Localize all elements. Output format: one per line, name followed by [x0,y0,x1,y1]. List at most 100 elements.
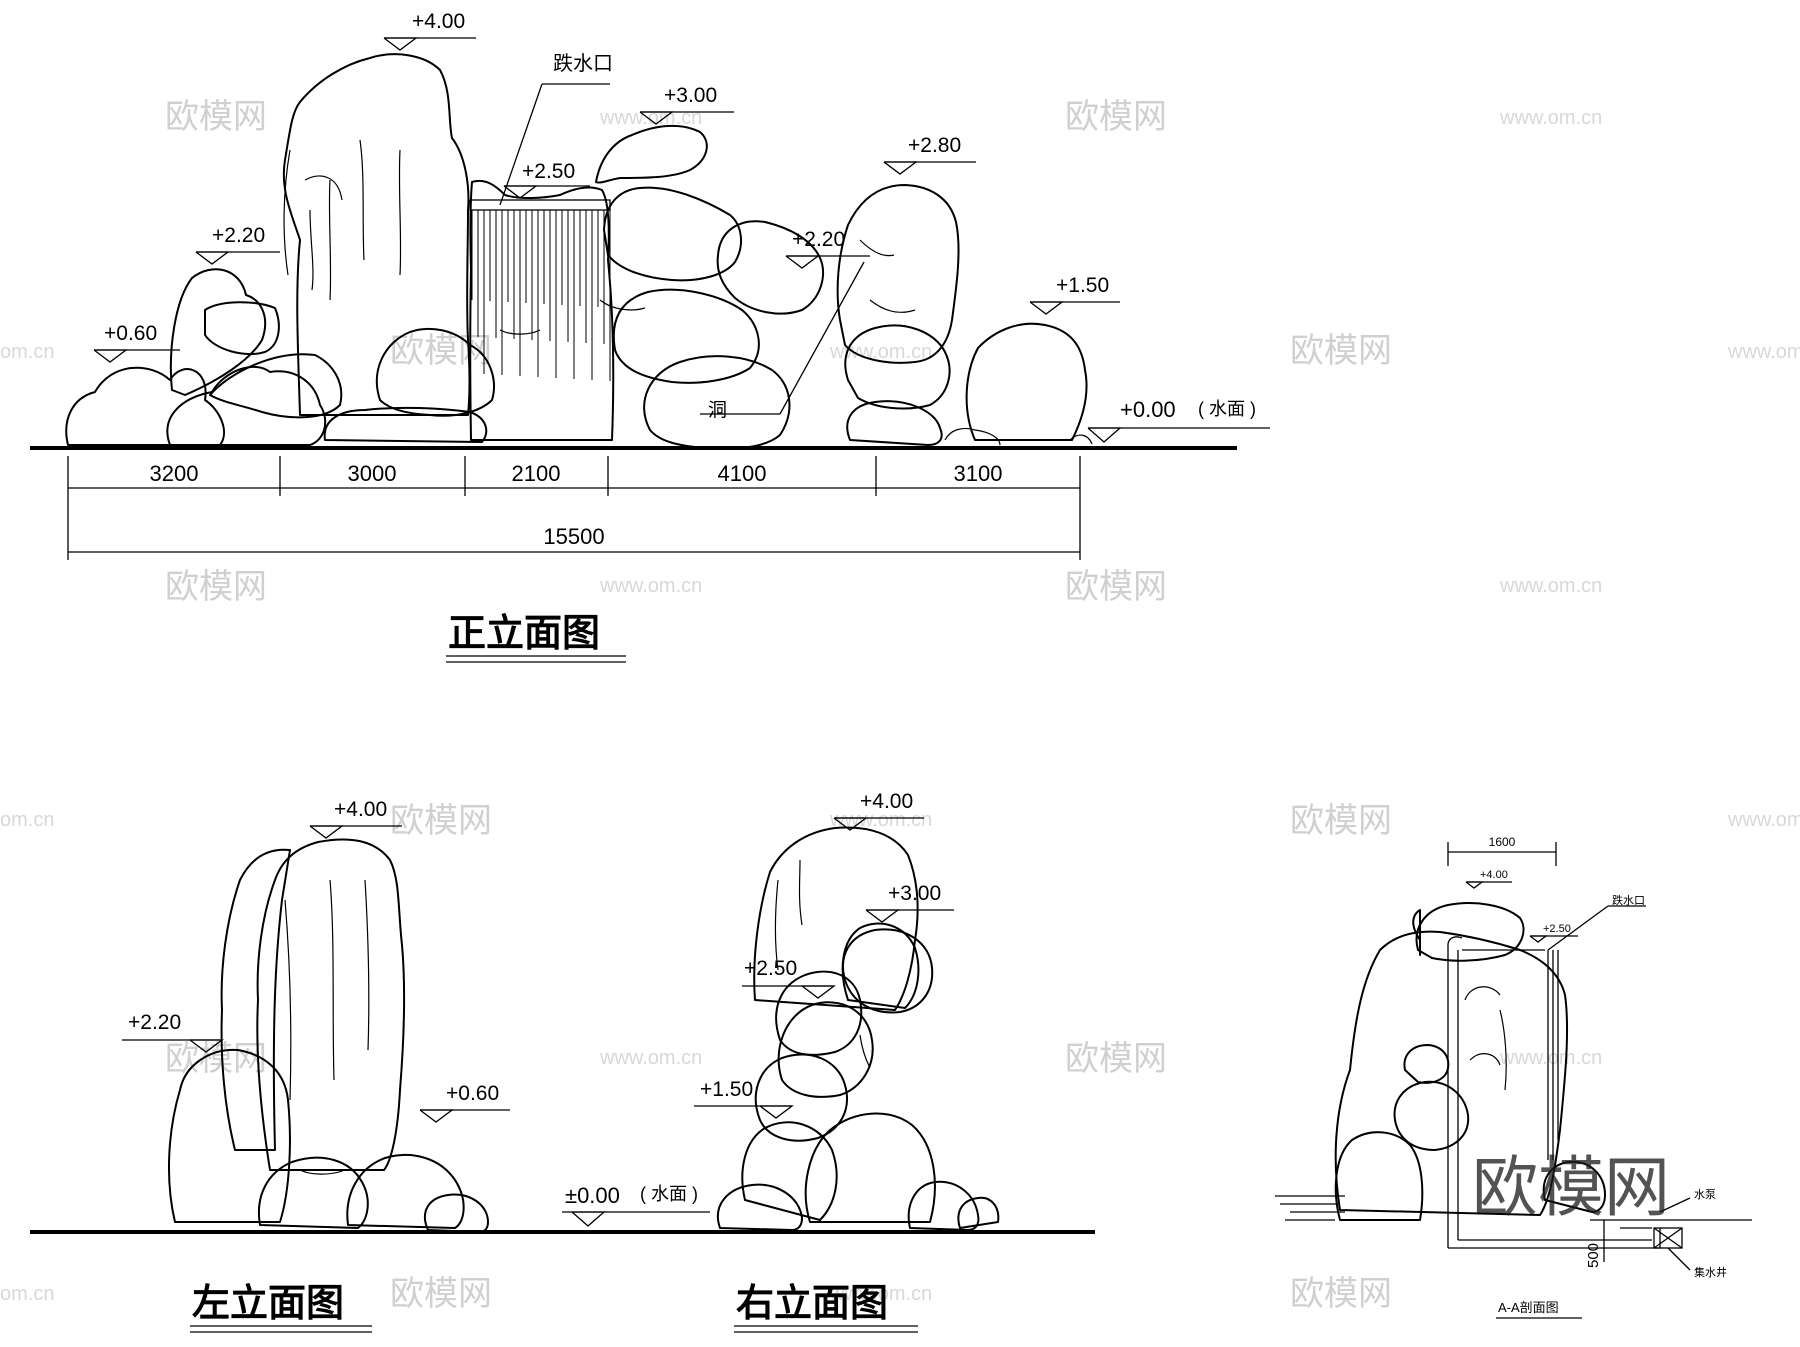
section-chamber [1275,936,1752,1249]
watermark-large: 欧模网 [1472,1149,1670,1226]
level-marker: +1.50 [1029,274,1120,315]
watermark-url: www.om.cn [599,1047,702,1069]
level-marker: +2.20 [785,228,870,269]
watermark-text: 欧模网 [390,1274,492,1314]
front-elevation-title: 正立面图 [448,611,600,655]
watermark-text: 欧模网 [1290,1274,1392,1314]
watermark-text: 欧模网 [165,97,267,137]
watermark-url: om.cn [0,809,54,831]
level-label: +3.00 [664,84,717,107]
front-level-markers: +4.00 +3.00 +2.80 +2.50 +2.20 +2.20 [93,10,1270,443]
right-elevation: +4.00 +3.00 +2.50 +1.50 ±0.00 ( 水面 ) 右立面… [562,790,1000,1333]
watermark-text: 欧模网 [1290,331,1392,371]
level-label: +4.00 [860,790,913,813]
left-elevation-title: 左立面图 [192,1281,344,1325]
level-marker: +3.00 [865,882,954,923]
level-label: +4.00 [334,798,387,821]
water-level-marker: ±0.00 ( 水面 ) [562,1183,710,1227]
dimension-label: 3200 [150,461,199,486]
watermark-url: www.om.cn [829,809,932,831]
water-level-label: ±0.00 [565,1183,620,1208]
front-dimensions: 3200 3000 2100 4100 3100 15500 [67,456,1081,560]
watermark-text: 欧模网 [1065,97,1167,137]
front-waterfall [469,199,611,381]
watermarks: 欧模网 欧模网 欧模网 欧模网 欧模网 欧模网 欧模网 欧模网 欧模网 欧模网 … [0,97,1800,1314]
watermark-text: 欧模网 [165,567,267,607]
front-elevation: +4.00 +3.00 +2.80 +2.50 +2.20 +2.20 [30,10,1270,663]
pump-label: 水泵 [1694,1188,1716,1201]
level-marker: +2.20 [122,1011,224,1053]
level-marker: +2.20 [195,224,280,265]
level-marker: +2.80 [883,134,976,175]
level-marker: +4.00 [309,798,402,839]
watermark-url: www.om.cn [1727,809,1800,831]
front-callouts: 跌水口 洞 [499,52,865,421]
level-label: +1.50 [1056,274,1109,297]
total-dimension-label: 15500 [543,524,604,549]
level-label: +2.20 [792,228,845,251]
right-rocks [717,826,1000,1231]
level-label: +4.00 [1480,869,1508,881]
dimension-label: 2100 [512,461,561,486]
level-marker: +3.00 [639,84,734,125]
section-width-label: 1600 [1489,835,1516,849]
level-marker: +2.50 [1529,923,1578,943]
watermark-url: om.cn [0,341,54,363]
level-label: +2.50 [1543,923,1571,935]
watermark-text: 欧模网 [1065,1039,1167,1079]
level-marker: +2.50 [742,957,836,999]
level-label: +0.60 [446,1082,499,1105]
dimension-label: 3100 [954,461,1003,486]
watermark-url: om.cn [0,1283,54,1305]
section-a-a: 1600 +4.00 +2.50 跌水口 水泵 集水井 500 欧模网 A-A剖… [1275,835,1752,1319]
left-level-markers: +4.00 +2.20 +0.60 [122,798,510,1123]
watermark-url: www.om.cn [1499,107,1602,129]
watermark-url: www.om.cn [829,1283,932,1305]
watermark-url: www.om.cn [599,107,702,129]
watermark-url: www.om.cn [599,575,702,597]
dimension-label: 4100 [718,461,767,486]
section-title: A-A剖面图 [1498,1300,1559,1315]
watermark-text: 欧模网 [1065,567,1167,607]
water-note: ( 水面 ) [640,1184,698,1204]
level-label: +4.00 [412,10,465,33]
level-label: +3.00 [888,882,941,905]
level-marker: +4.00 [833,790,924,831]
watermark-text: 欧模网 [165,1039,267,1079]
level-marker: +4.00 [383,10,476,51]
left-elevation: +4.00 +2.20 +0.60 左立面图 [30,798,1095,1333]
level-label: +2.20 [128,1011,181,1034]
water-level-label: +0.00 [1120,397,1176,422]
spillway-label: 跌水口 [1612,893,1645,907]
water-note: ( 水面 ) [1198,399,1256,419]
well-label: 集水井 [1694,1265,1727,1279]
right-elevation-title: 右立面图 [736,1281,888,1325]
cave-label: 洞 [708,399,727,421]
level-label: +2.50 [522,160,575,183]
level-marker: +4.00 [1465,869,1512,889]
level-marker: +1.50 [694,1078,794,1119]
spillway-label: 跌水口 [553,52,613,75]
level-label: +2.20 [212,224,265,247]
level-label: +0.60 [104,322,157,345]
level-label: +1.50 [700,1078,753,1101]
section-rocks [1334,902,1606,1221]
watermark-url: www.om.cn [1499,1047,1602,1069]
watermark-text: 欧模网 [390,331,492,371]
watermark-url: www.om.cn [829,341,932,363]
watermark-url: www.om.cn [1727,341,1800,363]
watermark-url: www.om.cn [1499,575,1602,597]
front-rocks [65,53,1093,450]
level-label: +2.80 [908,134,961,157]
level-marker: +0.60 [93,322,180,363]
level-marker: +2.50 [503,160,590,199]
level-label: +2.50 [744,957,797,980]
left-rocks [167,838,489,1233]
water-level-marker: +0.00 ( 水面 ) [1087,397,1270,443]
section-depth-label: 500 [1585,1243,1602,1268]
watermark-text: 欧模网 [1290,801,1392,841]
level-marker: +0.60 [419,1082,510,1123]
dimension-label: 3000 [348,461,397,486]
watermark-text: 欧模网 [390,801,492,841]
